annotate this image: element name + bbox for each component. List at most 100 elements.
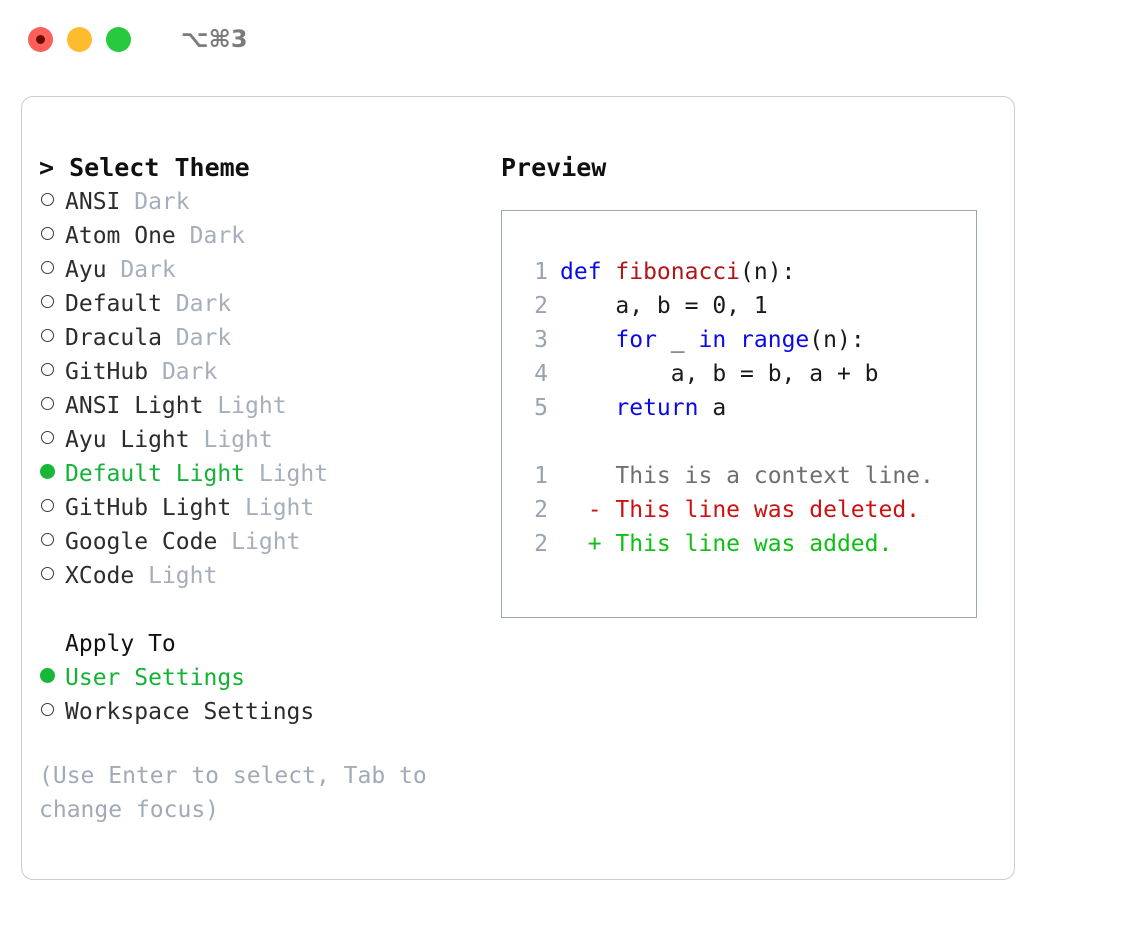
diff-line-content: This line was added. [601, 531, 893, 557]
option-label: Ayu Light [65, 427, 190, 453]
code-token: in [698, 327, 727, 353]
radio-empty-icon [41, 703, 54, 716]
code-token: fibonacci [615, 259, 741, 285]
line-number: 3 [534, 327, 548, 353]
code-token: for [615, 327, 657, 353]
option-tag: Light [203, 393, 287, 419]
radio-selected-icon [40, 464, 55, 479]
option-tag: Dark [175, 223, 246, 249]
option-tag: Light [245, 461, 329, 487]
close-dot-icon [36, 34, 45, 44]
radio-empty-icon [41, 499, 54, 512]
option-row[interactable]: ANSI Dark [39, 185, 479, 219]
option-tag: Dark [161, 325, 232, 351]
code-token: _ [656, 327, 699, 353]
code-line: 2 a, b = 0, 1 [520, 289, 976, 323]
option-label: Default Light [65, 461, 246, 487]
option-row[interactable]: User Settings [39, 661, 479, 695]
option-row[interactable]: Atom One Dark [39, 219, 479, 253]
code-token: (n): [740, 259, 796, 285]
radio-empty-icon [41, 227, 54, 240]
radio-selected-icon [40, 668, 55, 683]
section-spacer [39, 593, 479, 627]
option-label: Dracula [65, 325, 162, 351]
option-label: Atom One [65, 223, 176, 249]
option-tag: Dark [106, 257, 176, 283]
diff-line: 2 - This line was deleted. [520, 493, 976, 527]
option-label: XCode [65, 563, 135, 589]
option-row[interactable]: GitHub Dark [39, 355, 479, 389]
window-controls [28, 26, 131, 52]
option-row[interactable]: Default Light Light [39, 457, 479, 491]
radio-empty-icon [41, 397, 54, 410]
radio-empty-icon [41, 431, 54, 444]
option-label: Ayu [65, 257, 107, 283]
option-row[interactable]: Workspace Settings [39, 695, 479, 729]
radio-empty-icon [41, 363, 54, 376]
option-tag: Dark [148, 359, 218, 385]
option-row[interactable]: Default Dark [39, 287, 479, 321]
diff-line-content: This line was deleted. [601, 497, 921, 523]
keyboard-shortcut-label: ⌥⌘3 [181, 25, 248, 53]
option-label: Google Code [65, 529, 218, 555]
diff-sign: - [560, 497, 602, 523]
radio-empty-icon [41, 329, 54, 342]
radio-empty-icon [41, 533, 54, 546]
radio-empty-icon [41, 567, 54, 580]
code-token [726, 327, 740, 353]
option-row[interactable]: ANSI Light Light [39, 389, 479, 423]
option-row[interactable]: Google Code Light [39, 525, 479, 559]
code-line: 5 return a [520, 391, 976, 425]
line-number: 2 [534, 293, 548, 319]
option-label: ANSI Light [65, 393, 204, 419]
option-label: GitHub [65, 359, 149, 385]
maximize-button-icon[interactable] [106, 26, 131, 52]
code-token: a [698, 395, 727, 421]
line-number: 1 [534, 463, 548, 489]
code-token: (n): [809, 327, 865, 353]
code-token [560, 327, 615, 353]
code-line-content: a, b = b, a + b [560, 357, 879, 391]
radio-empty-icon [41, 261, 54, 274]
code-line: 3 for _ in range(n): [520, 323, 976, 357]
option-row[interactable]: Ayu Light Light [39, 423, 479, 457]
radio-empty-icon [41, 295, 54, 308]
option-row[interactable]: GitHub Light Light [39, 491, 479, 525]
option-label: GitHub Light [65, 495, 232, 521]
option-tag: Light [217, 529, 301, 555]
line-number: 2 [534, 531, 548, 557]
line-number: 4 [534, 361, 548, 387]
diff-sample: 1 This is a context line.2 - This line w… [520, 459, 976, 561]
option-row[interactable]: XCode Light [39, 559, 479, 593]
close-button-icon[interactable] [28, 26, 53, 52]
diff-sign: + [560, 531, 602, 557]
line-number: 5 [534, 395, 548, 421]
code-line-content: return a [560, 391, 726, 425]
line-number: 2 [534, 497, 548, 523]
option-label: Workspace Settings [65, 699, 315, 725]
code-token [560, 395, 615, 421]
apply-to-title: Apply To [65, 631, 176, 657]
option-tag: Light [134, 563, 218, 589]
option-row[interactable]: Dracula Dark [39, 321, 479, 355]
minimize-button-icon[interactable] [67, 26, 92, 52]
option-label: User Settings [65, 665, 246, 691]
code-line: 4 a, b = b, a + b [520, 357, 976, 391]
code-token: range [740, 327, 810, 353]
option-tag: Dark [161, 291, 232, 317]
select-theme-header: > Select Theme [39, 153, 250, 182]
diff-sign [560, 459, 602, 493]
radio-empty-icon [41, 193, 54, 206]
code-diff-spacer [520, 425, 976, 459]
option-tag: Light [189, 427, 273, 453]
diff-line: 2 + This line was added. [520, 527, 976, 561]
option-row[interactable]: Ayu Dark [39, 253, 479, 287]
